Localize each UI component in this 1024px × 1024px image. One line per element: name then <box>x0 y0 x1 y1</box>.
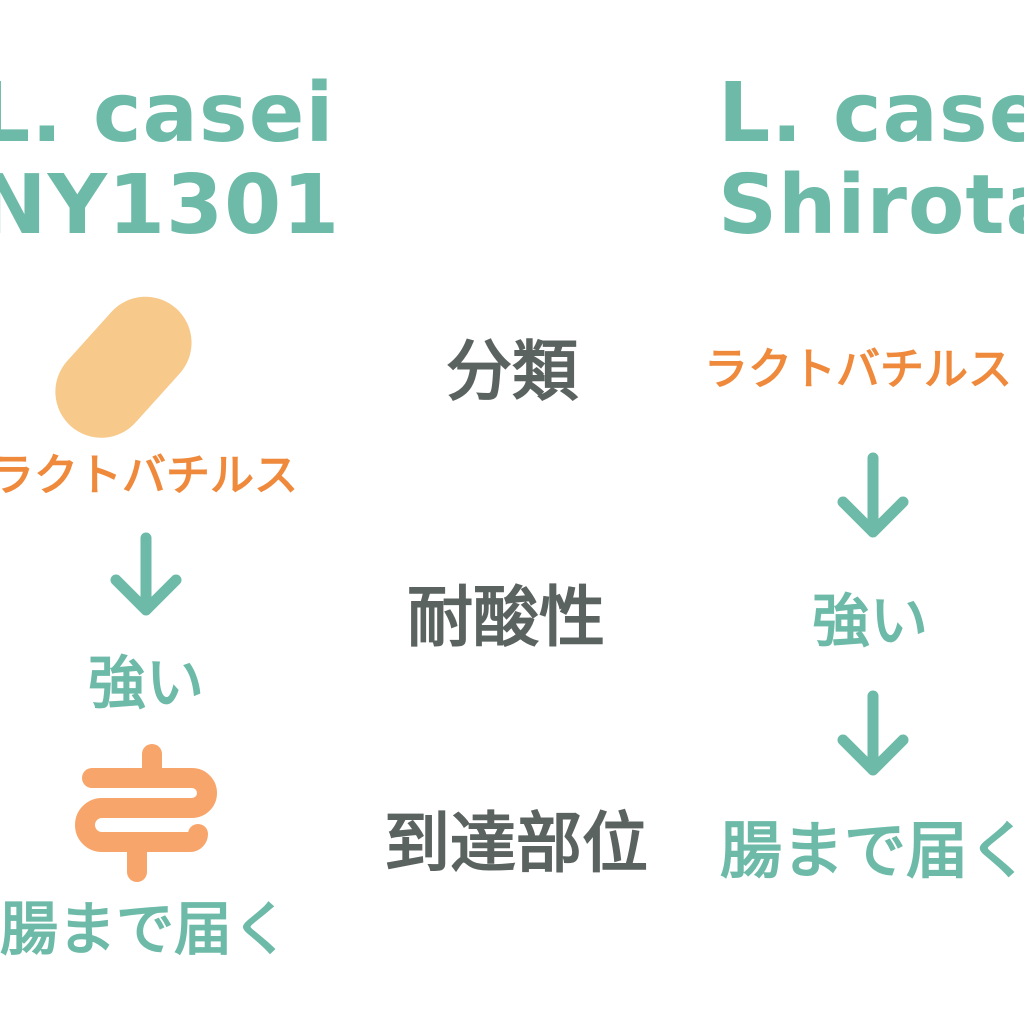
left-title-line1: L. casei <box>0 66 335 161</box>
right-acid-tolerance: 強い <box>812 587 929 655</box>
right-title-line1: L. casei <box>718 66 1024 161</box>
label-classification: 分類 <box>446 333 578 410</box>
left-classification: ラクトバチルス <box>0 450 298 501</box>
right-title-line2: Shirota <box>718 158 1024 253</box>
left-title-line2: NY1301 <box>0 158 341 253</box>
label-reach: 到達部位 <box>384 805 648 882</box>
right-reach: 腸まで届く <box>720 814 1024 887</box>
label-acid-tolerance: 耐酸性 <box>407 579 605 656</box>
right-title: L. casei Shirota <box>718 68 1024 252</box>
right-classification: ラクトバチルス <box>704 344 1012 395</box>
left-title: L. casei NY1301 <box>0 68 340 252</box>
left-acid-tolerance: 強い <box>88 649 205 717</box>
left-reach: 腸まで届く <box>0 895 291 963</box>
